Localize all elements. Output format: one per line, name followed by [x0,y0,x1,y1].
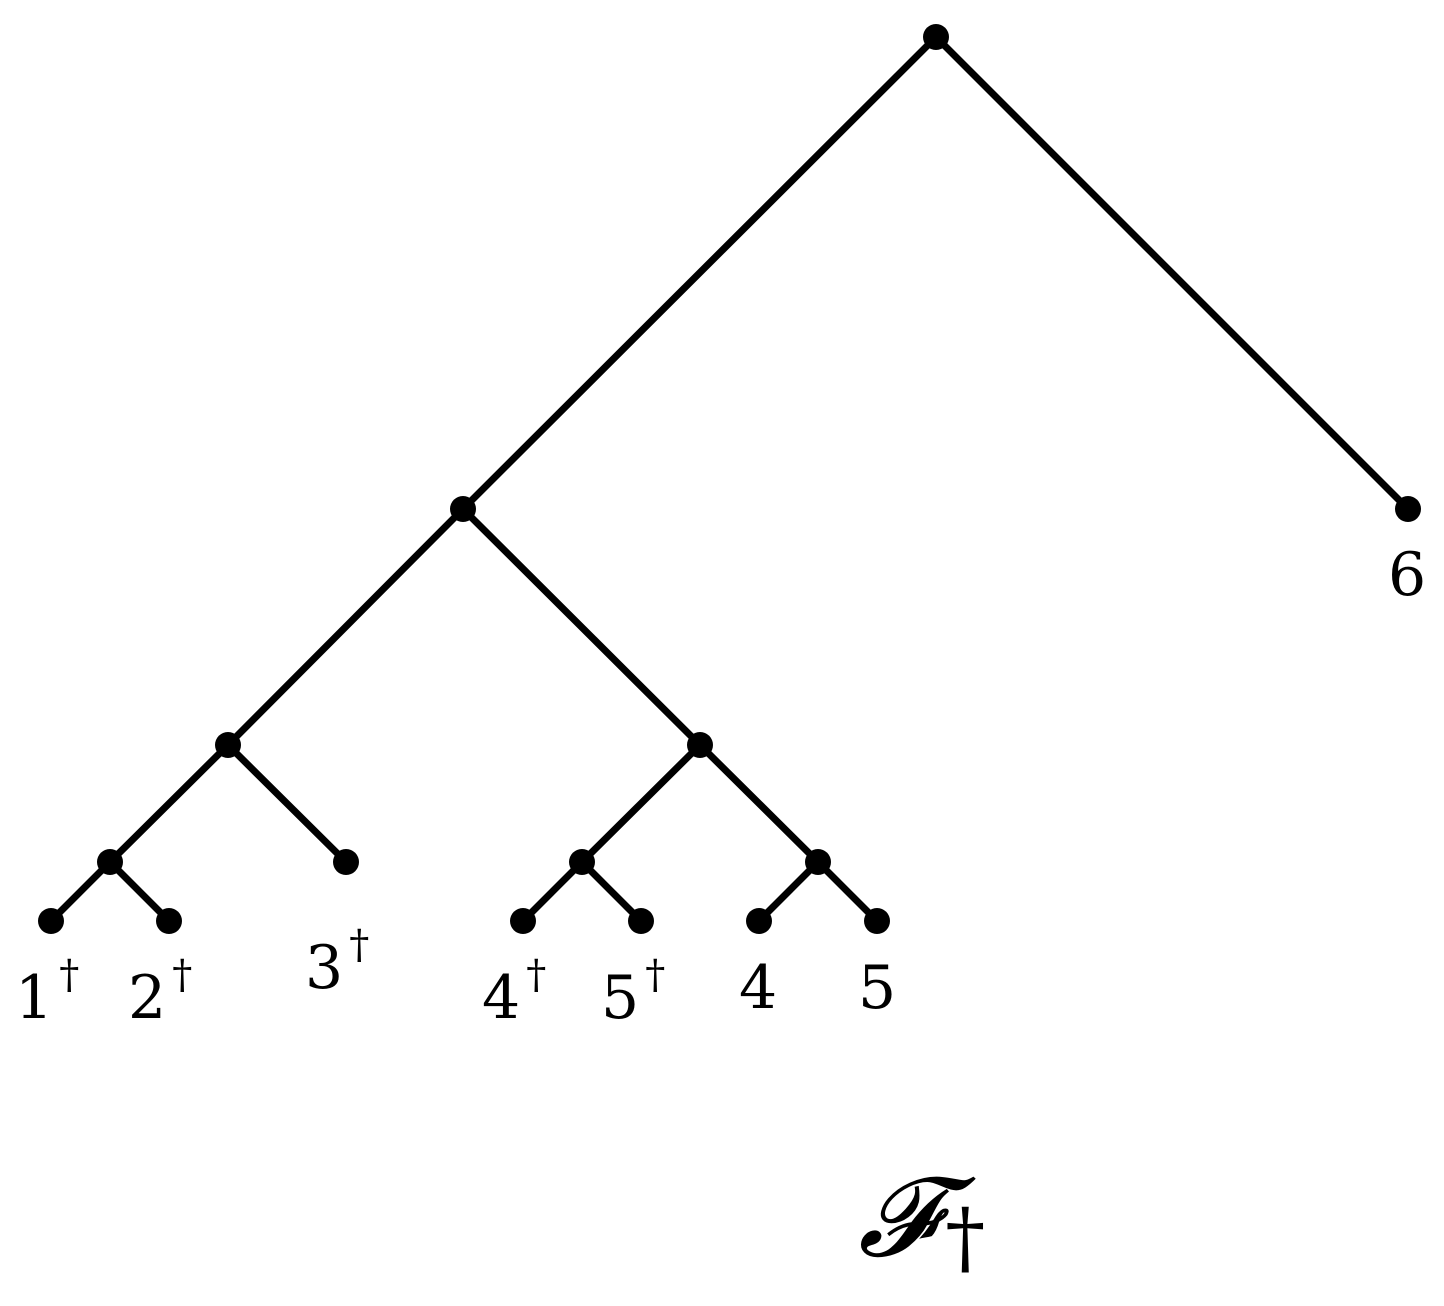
edge-n4-leaf-2d [106,858,173,925]
node-leaf-4d [510,908,536,934]
edge-n1-n3 [459,505,704,749]
leaf-label-5: 5 [858,953,896,1023]
leaf-label-4: 4 [739,953,777,1023]
leaf-label-2-dagger: 2† [128,952,192,1033]
leaf-label-5-dagger: 5† [601,952,665,1033]
node-root [923,24,949,50]
node-n1 [450,496,476,522]
leaf-label-6: 6 [1388,540,1426,610]
node-leaf-2d [156,908,182,934]
node-leaf-6 [1395,496,1421,522]
edge-n4-leaf-1d [47,858,114,925]
edge-n3-n5 [578,741,704,866]
edge-n6-leaf-5 [814,858,881,925]
node-leaf-4 [746,908,772,934]
node-n3 [687,732,713,758]
leaf-label-1-dagger: 1† [15,952,79,1033]
node-leaf-1d [38,908,64,934]
leaf-label-3-dagger: 3† [305,922,369,1003]
node-leaf-5d [628,908,654,934]
edge-n2-leaf-3d [224,741,350,866]
edge-n5-leaf-4d [519,858,586,925]
edge-n3-n6 [696,741,822,866]
node-n5 [569,849,595,875]
tree-edges [47,33,1412,925]
node-leaf-3d [333,849,359,875]
tree-nodes [38,24,1421,934]
node-n2 [215,732,241,758]
node-leaf-5 [864,908,890,934]
edge-root-n1 [459,33,940,513]
edge-n6-leaf-4 [755,858,822,925]
diagram-caption: 𝓕† [858,1153,985,1284]
edge-n2-n4 [106,741,232,866]
leaf-label-4-dagger: 4† [482,952,546,1033]
edge-n5-leaf-5d [578,858,645,925]
edge-n1-n2 [224,505,467,749]
edge-root-leaf-6 [932,33,1412,513]
node-n6 [805,849,831,875]
node-n4 [97,849,123,875]
